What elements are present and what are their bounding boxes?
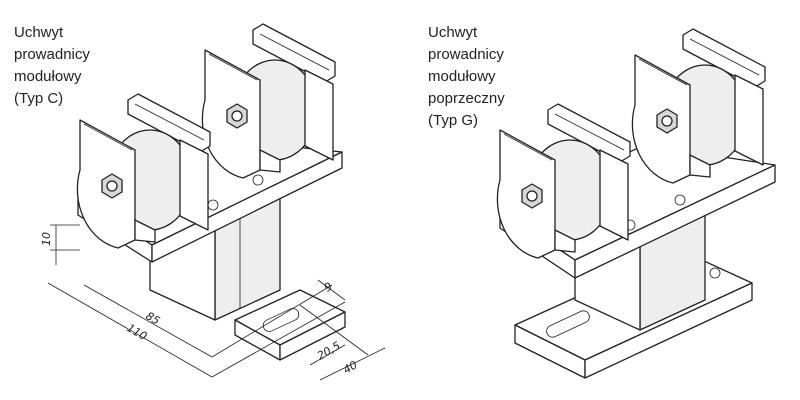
title-line: poprzeczny xyxy=(428,90,505,107)
title-line: Uchwyt xyxy=(14,24,64,41)
title-line: modułowy xyxy=(428,68,496,85)
dimension-lines xyxy=(47,224,386,381)
right-assembly xyxy=(496,28,776,379)
right-part-title: Uchwyt prowadnicy modułowy poprzeczny (T… xyxy=(428,22,505,132)
title-line: prowadnicy xyxy=(14,46,90,63)
title-line: prowadnicy xyxy=(428,46,504,63)
title-line: (Typ G) xyxy=(428,112,479,129)
dim-110: 110 xyxy=(125,321,150,343)
dim-20-5: 20,5 xyxy=(315,339,343,363)
title-line: modułowy xyxy=(14,68,82,85)
left-part-title: Uchwyt prowadnicy modułowy (Typ C) xyxy=(14,22,90,110)
dim-40: 40 xyxy=(341,358,360,376)
dim-9: 9 xyxy=(322,280,335,295)
title-line: Uchwyt xyxy=(428,24,478,41)
dim-85: 85 xyxy=(144,309,163,327)
title-line: (Typ C) xyxy=(14,90,64,107)
dim-10: 10 xyxy=(40,232,53,246)
left-assembly: 10 85 110 9 20,5 40 xyxy=(40,23,386,381)
